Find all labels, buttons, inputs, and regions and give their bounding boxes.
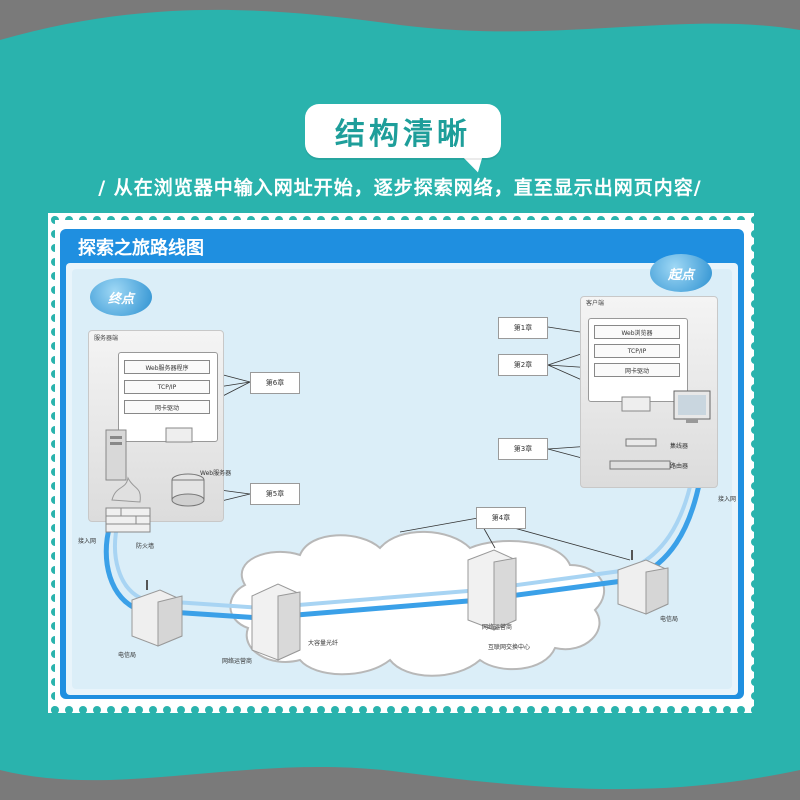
firewall-label: 防火墙 bbox=[136, 543, 155, 550]
end-bubble: 起点 bbox=[650, 254, 712, 292]
route-main-outline bbox=[113, 476, 694, 611]
chapter-3-tag: 第3章 bbox=[498, 438, 548, 460]
client-layer-tcpip: TCP/IP bbox=[594, 344, 680, 358]
client-layer-nic: 网卡驱动 bbox=[594, 363, 680, 377]
chapter-2-tag: 第2章 bbox=[498, 354, 548, 376]
client-nic-icon bbox=[621, 396, 651, 412]
telecom-right-building bbox=[617, 550, 669, 615]
route-main bbox=[103, 467, 703, 621]
isp-left-label: 网络运营商 bbox=[222, 658, 253, 665]
start-bubble: 终点 bbox=[90, 278, 152, 316]
subtitle: / 从在浏览器中输入网址开始，逐步探索网络，直至显示出网页内容/ bbox=[98, 177, 702, 199]
database-icon bbox=[171, 473, 205, 507]
title-badge: 结构清晰 bbox=[305, 104, 501, 158]
chapter-6-tag: 第6章 bbox=[250, 372, 300, 394]
chapter-4-tag: 第4章 bbox=[476, 507, 526, 529]
server-layer-nic: 网卡驱动 bbox=[124, 400, 210, 414]
firewall-icon bbox=[105, 476, 151, 533]
ix-label: 互联网交换中心 bbox=[488, 644, 531, 651]
nic-card-icon bbox=[165, 427, 193, 443]
server-db-label: Web服务器 bbox=[200, 470, 232, 477]
client-access-label: 接入网 bbox=[718, 496, 737, 503]
monitor-icon bbox=[673, 390, 711, 423]
server-devices bbox=[105, 427, 205, 533]
telecom-right-label: 电信局 bbox=[660, 616, 679, 623]
server-access-label: 接入网 bbox=[78, 538, 97, 545]
server-tower-icon bbox=[105, 429, 127, 481]
router-label: 路由器 bbox=[670, 463, 689, 470]
hub-label: 集线器 bbox=[670, 443, 689, 450]
server-layer-app: Web服务器程序 bbox=[124, 360, 210, 374]
ix-center-label: 大容量光纤 bbox=[308, 640, 339, 647]
isp-left-building bbox=[251, 583, 301, 661]
router-icon bbox=[609, 460, 671, 470]
server-panel-tag: 服务器端 bbox=[94, 335, 119, 342]
telecom-left-label: 电信局 bbox=[118, 652, 137, 659]
client-devices bbox=[609, 390, 711, 470]
telecom-left-building bbox=[131, 580, 183, 647]
isp-center-label: 网络运营商 bbox=[482, 624, 513, 631]
hub-icon bbox=[625, 438, 657, 447]
chapter-1-tag: 第1章 bbox=[498, 317, 548, 339]
server-layer-tcpip: TCP/IP bbox=[124, 380, 210, 394]
client-panel-tag: 客户端 bbox=[586, 300, 605, 307]
map-title: 探索之旅路线图 bbox=[78, 238, 204, 259]
title-badge-text: 结构清晰 bbox=[335, 117, 471, 152]
client-layer-app: Web浏览器 bbox=[594, 325, 680, 339]
isp-center-building bbox=[467, 549, 517, 631]
chapter-5-tag: 第5章 bbox=[250, 483, 300, 505]
